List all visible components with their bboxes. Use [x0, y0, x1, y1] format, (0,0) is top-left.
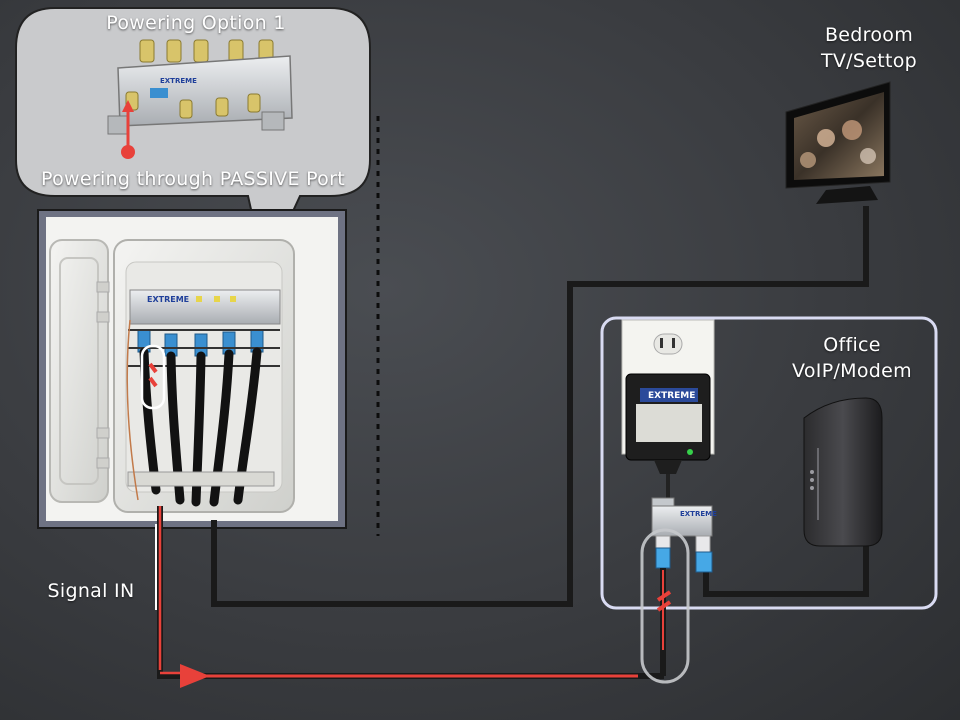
amplifier-brand-label: EXTREME [160, 77, 197, 85]
callout-caption: Powering through PASSIVE Port [41, 168, 345, 190]
box-amplifier-brand-label: EXTREME [147, 295, 189, 304]
callout-title: Powering Option 1 [106, 12, 286, 34]
bedroom-label: Bedroom TV/Settop [800, 22, 938, 74]
cable-to-bedroom [211, 206, 869, 607]
amplifier-image [107, 39, 293, 135]
signal-in-cable [155, 506, 664, 679]
office-label-line2: VoIP/Modem [792, 360, 912, 382]
office-label-line1: Office [823, 334, 881, 356]
adapter-brand-label: EXTREME [648, 391, 695, 401]
bedroom-tv [785, 81, 891, 204]
bedroom-label-line2: TV/Settop [820, 50, 918, 72]
cable-splitter-to-modem [703, 546, 869, 597]
red-arrow-power-port [121, 100, 135, 159]
power-adapter [625, 373, 711, 500]
bedroom-label-line1: Bedroom [824, 24, 914, 46]
splitter [640, 497, 713, 684]
modem [803, 397, 883, 547]
office-group-box [600, 316, 938, 610]
office-label: Office VoIP/Modem [780, 332, 924, 384]
utility-box-photo [37, 209, 347, 529]
splitter-brand-label: EXTREME [680, 510, 717, 518]
signal-in-label: Signal IN [47, 580, 135, 602]
